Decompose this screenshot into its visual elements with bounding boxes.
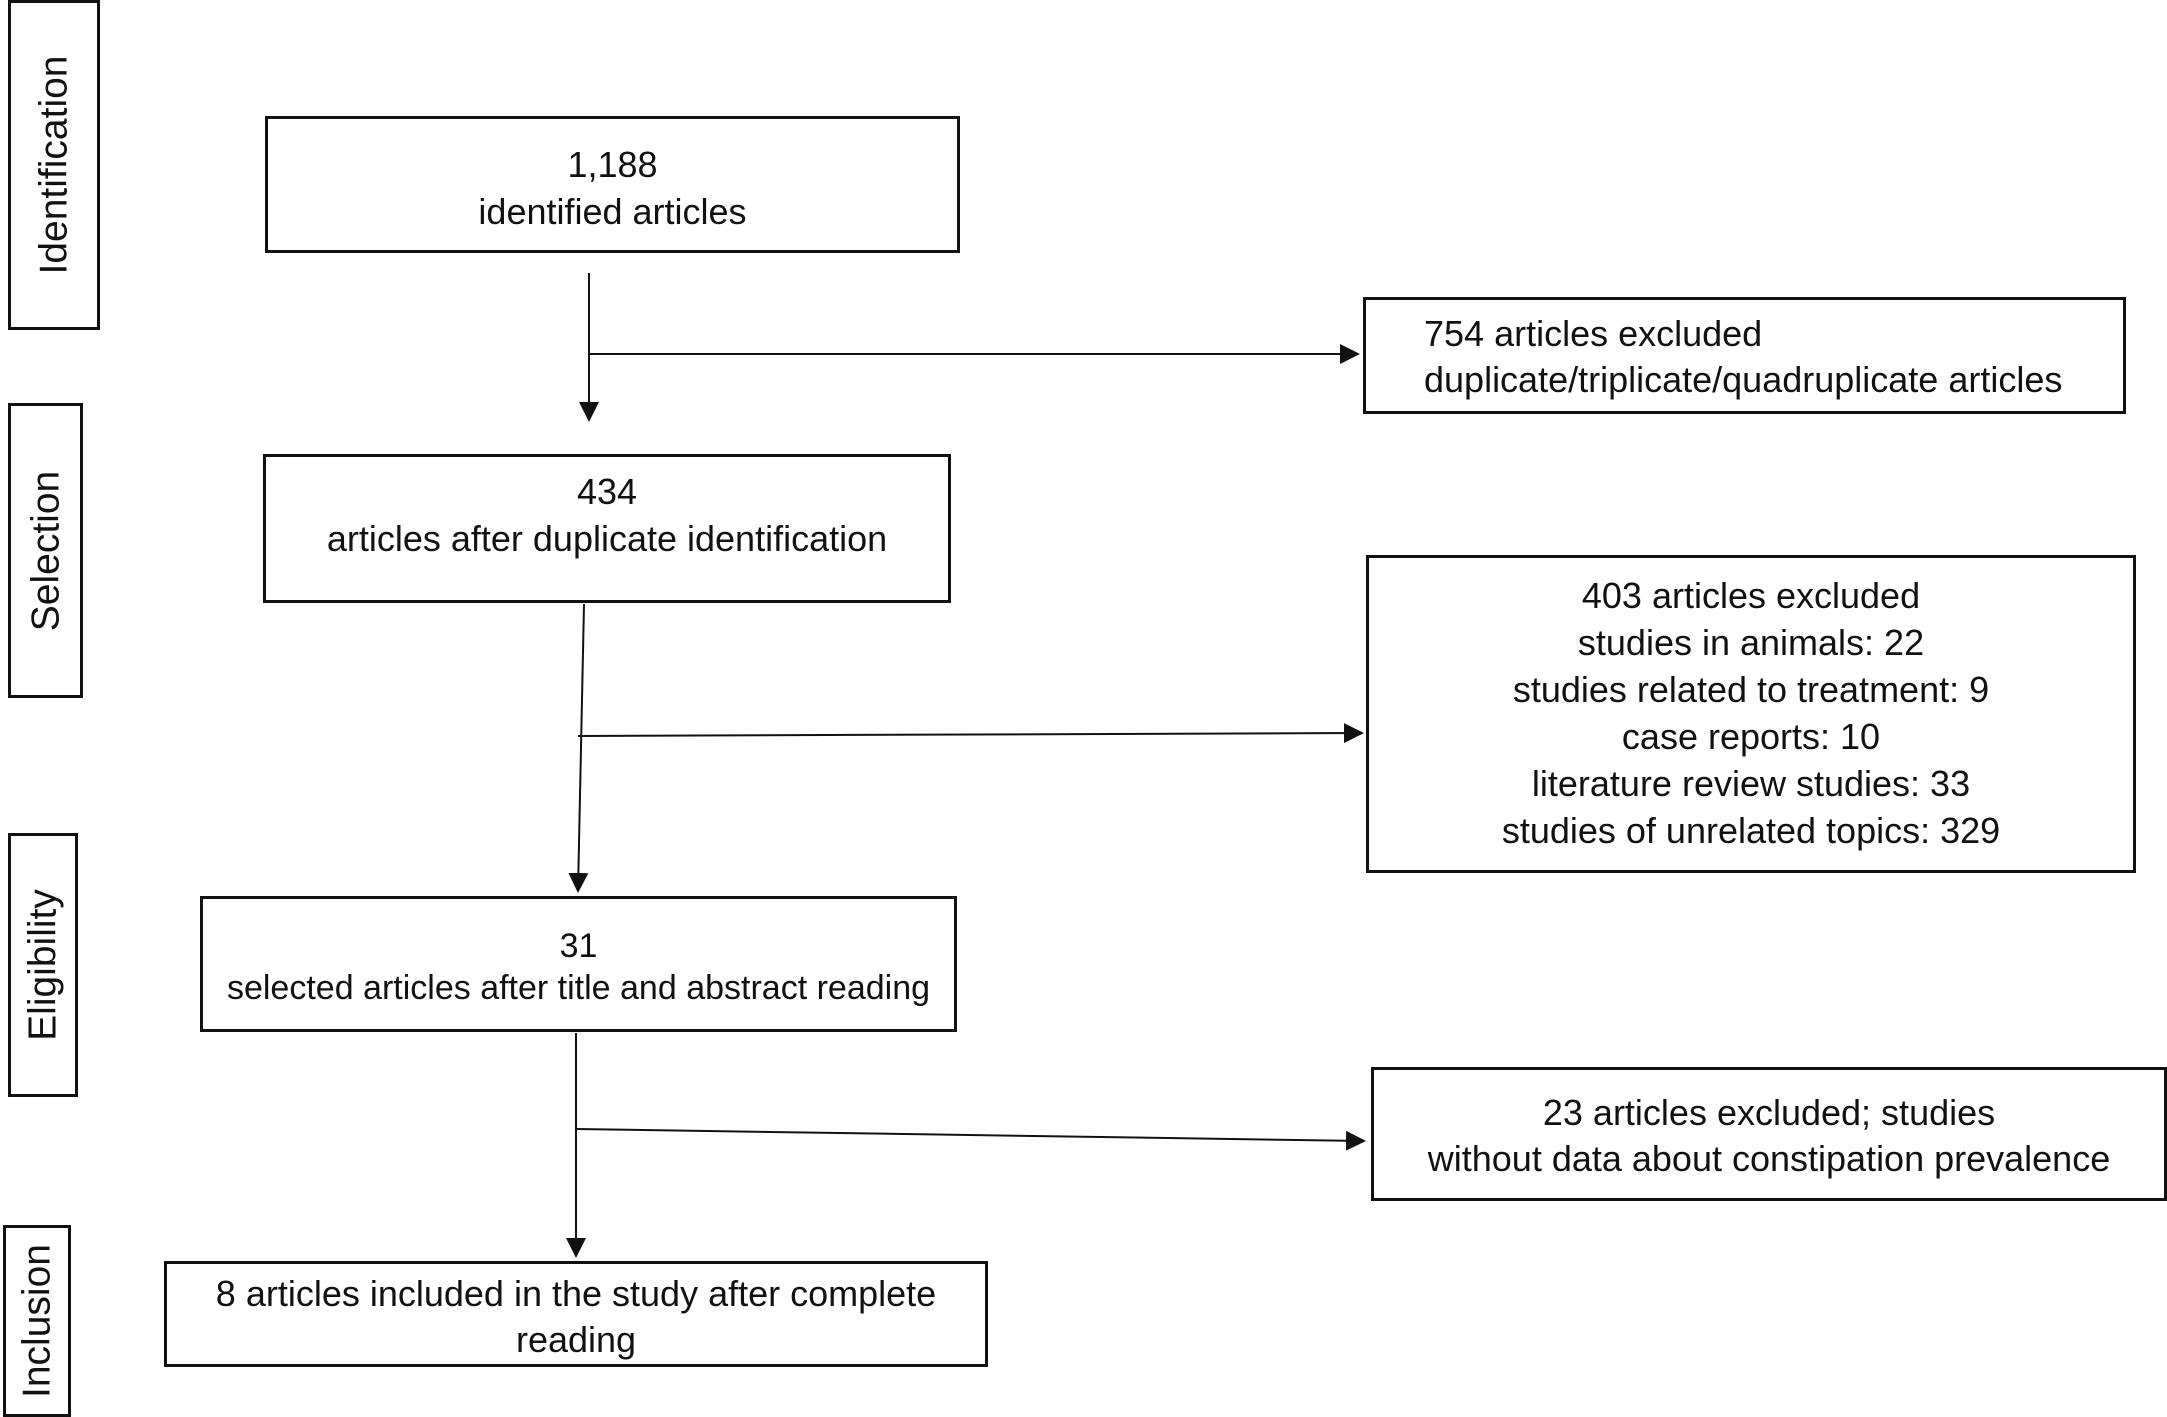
after-duplicates-count: 434 <box>576 471 638 512</box>
stage-identification: Identification <box>8 0 100 330</box>
exclusion-reason-reviews: literature review studies: 33 <box>1531 763 1971 804</box>
after-duplicates-box: 434 articles after duplicate identificat… <box>263 454 951 603</box>
after-screening-box: 31 selected articles after title and abs… <box>200 896 957 1032</box>
stage-eligibility: Eligibility <box>8 833 78 1097</box>
fulltext-excluded-reason: without data about constipation prevalen… <box>1427 1138 2111 1179</box>
after-screening-caption: selected articles after title and abstra… <box>226 969 931 1007</box>
duplicates-excluded-title: 754 articles excluded <box>1424 313 1763 354</box>
fulltext-excluded-box: 23 articles excluded; studies without da… <box>1371 1067 2167 1201</box>
stage-inclusion: Inclusion <box>3 1225 71 1417</box>
screening-excluded-title: 403 articles excluded <box>1581 575 1921 616</box>
arrow-selection-to-eligibility <box>568 603 589 893</box>
exclusion-reason-animals: studies in animals: 22 <box>1577 622 1925 663</box>
exclusion-reason-treatment: studies related to treatment: 9 <box>1512 669 1990 710</box>
arrow-to-screening-excluded <box>577 723 1364 744</box>
after-duplicates-caption: articles after duplicate identification <box>326 518 888 559</box>
exclusion-reason-case-reports: case reports: 10 <box>1621 716 1881 757</box>
identified-articles-box: 1,188 identified articles <box>265 116 960 253</box>
identified-count: 1,188 <box>567 144 658 185</box>
fulltext-excluded-title: 23 articles excluded; studies <box>1542 1092 1996 1133</box>
screening-excluded-box: 403 articles excluded studies in animals… <box>1366 555 2136 873</box>
included-articles-box: 8 articles included in the study after c… <box>164 1261 988 1367</box>
included-line-1: 8 articles included in the study after c… <box>215 1273 937 1314</box>
included-line-2: reading <box>515 1319 637 1360</box>
arrow-to-fulltext-excluded <box>575 1128 1366 1151</box>
stage-selection: Selection <box>8 403 83 698</box>
duplicates-excluded-box: 754 articles excluded duplicate/triplica… <box>1363 297 2126 414</box>
after-screening-count: 31 <box>559 927 598 965</box>
duplicates-excluded-reason: duplicate/triplicate/quadruplicate artic… <box>1424 359 2063 400</box>
identified-caption: identified articles <box>478 191 747 232</box>
exclusion-reason-unrelated: studies of unrelated topics: 329 <box>1501 810 2001 851</box>
